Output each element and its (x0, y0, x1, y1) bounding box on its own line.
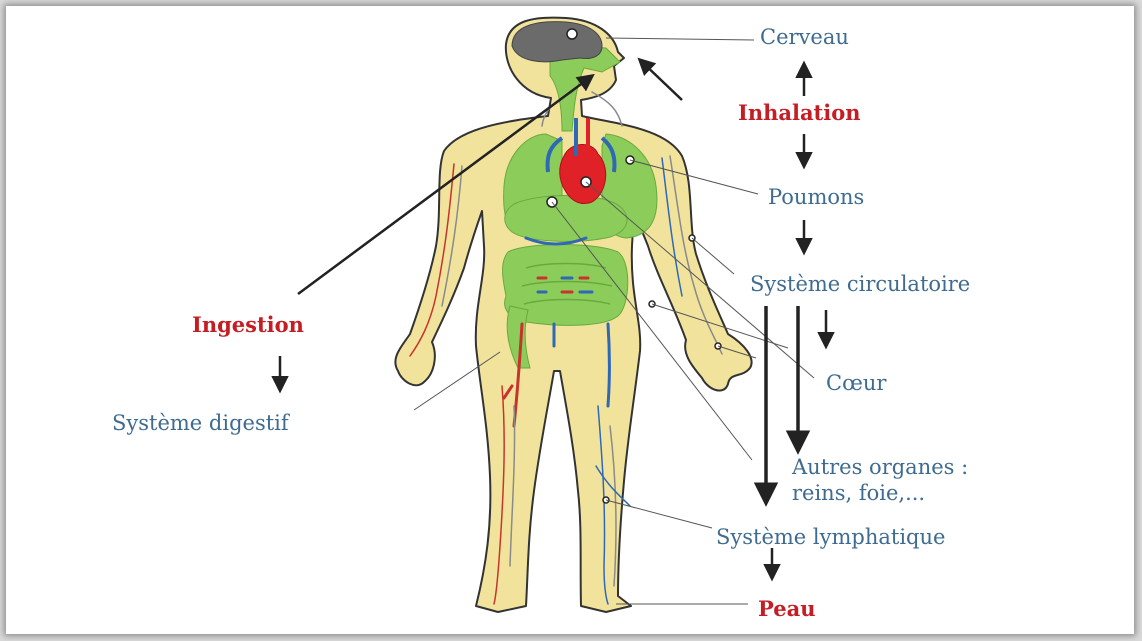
label-coeur: Cœur (826, 370, 886, 396)
label-ingestion: Ingestion (192, 312, 304, 338)
label-autres-organes-line1: Autres organes : (792, 454, 968, 480)
diagram-frame: Cerveau Inhalation Poumons Système circu… (6, 6, 1134, 634)
inhalation-arrow (640, 60, 682, 100)
label-systeme-digestif: Système digestif (112, 410, 289, 436)
label-autres-organes-line2: reins, foie,... (792, 480, 925, 506)
body-diagram (6, 6, 1134, 634)
label-poumons: Poumons (768, 184, 864, 210)
label-inhalation: Inhalation (738, 100, 861, 126)
brain (512, 22, 602, 62)
label-systeme-circulatoire: Système circulatoire (750, 271, 970, 297)
label-peau: Peau (758, 596, 815, 622)
label-systeme-lymphatique: Système lymphatique (716, 524, 945, 550)
label-cerveau: Cerveau (760, 24, 849, 50)
